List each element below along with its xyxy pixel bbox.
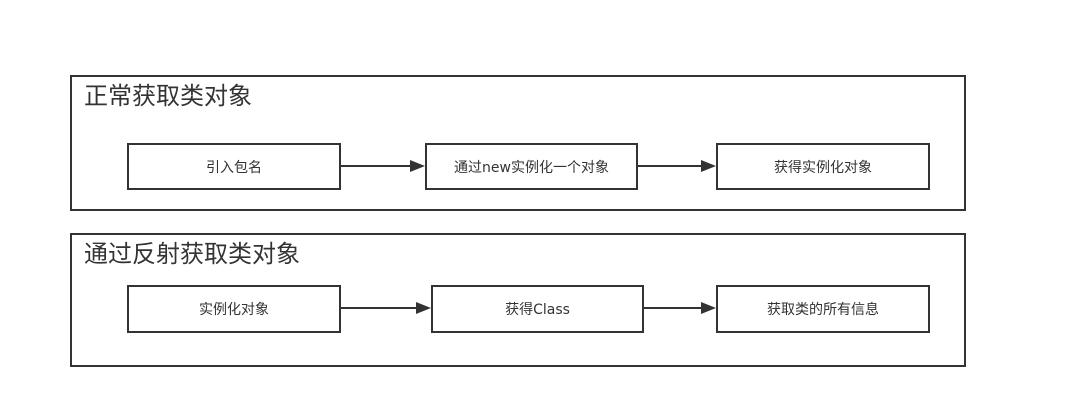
panel-title: 通过反射获取类对象: [84, 240, 300, 268]
panel-title: 正常获取类对象: [84, 82, 252, 110]
arrow-head: [410, 160, 425, 172]
step-import-package: 引入包名: [127, 143, 341, 190]
arrow-head: [701, 160, 716, 172]
arrow-head: [416, 302, 431, 314]
step-get-instance: 获得实例化对象: [716, 143, 930, 190]
step-instantiate-object: 实例化对象: [127, 285, 341, 333]
step-get-class: 获得Class: [431, 285, 644, 333]
step-get-class-info: 获取类的所有信息: [716, 285, 930, 333]
step-instantiate-with-new: 通过new实例化一个对象: [425, 143, 638, 190]
arrow-head: [701, 302, 716, 314]
